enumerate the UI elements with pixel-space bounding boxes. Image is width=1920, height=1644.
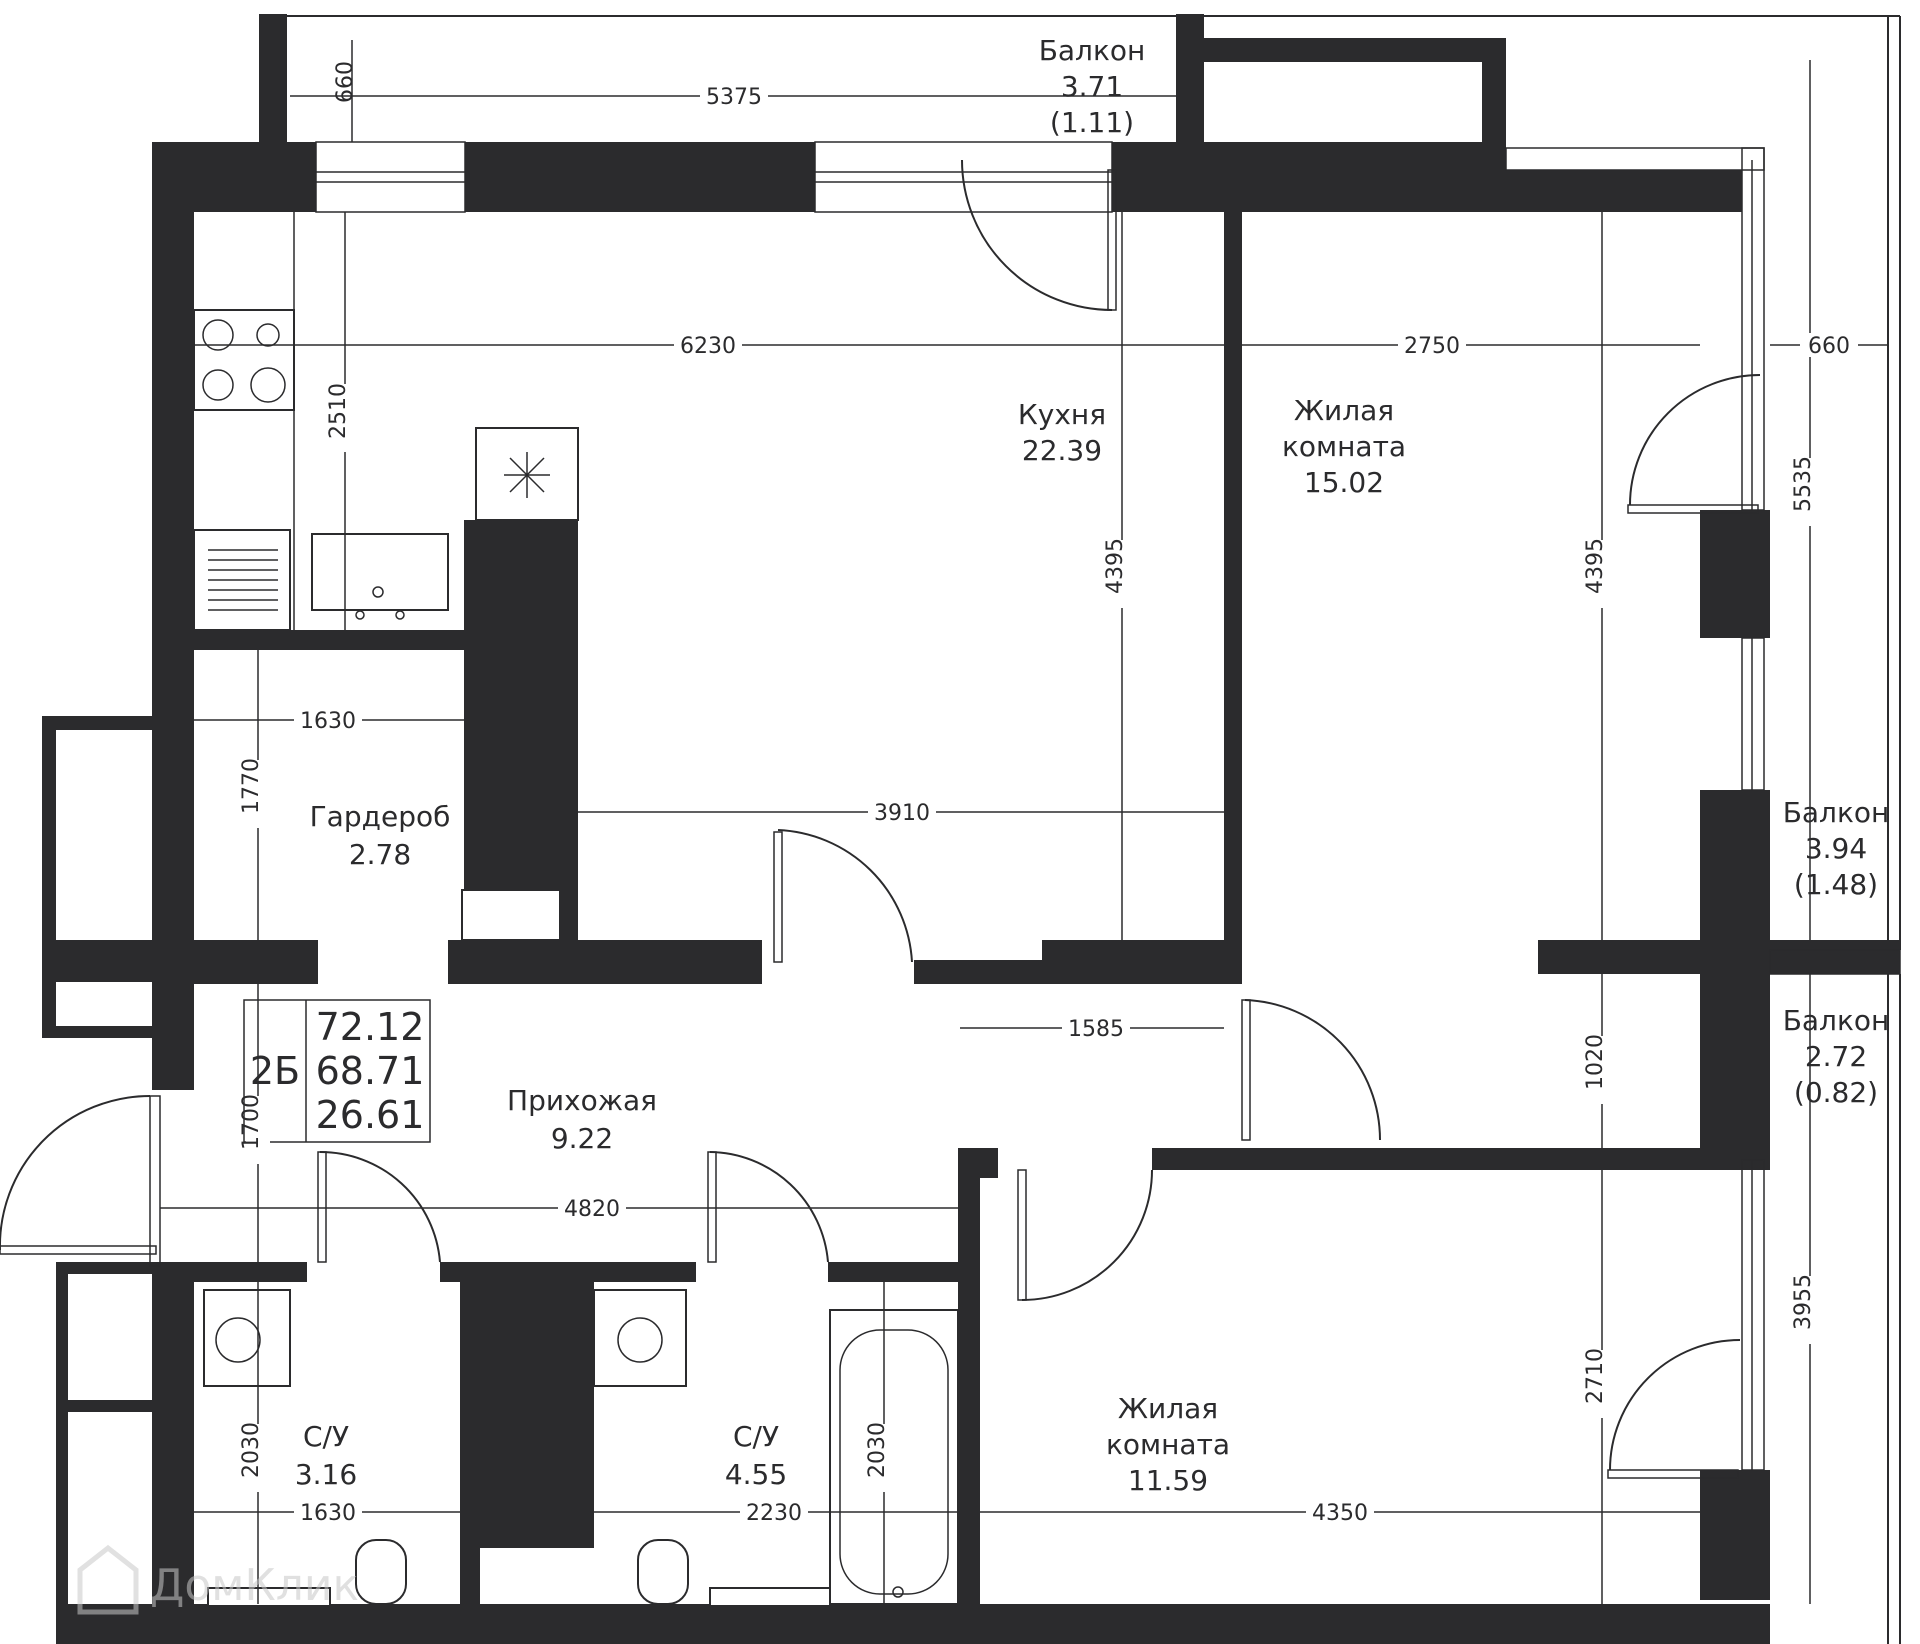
fixtures (193, 212, 959, 1607)
watermark: ДомКлик (77, 1544, 359, 1615)
dim-right-balcony-length: 5535 (1791, 456, 1816, 512)
small-cabinet (461, 889, 561, 941)
total-area: 72.12 (316, 1005, 425, 1049)
dim-kitchen-counter-depth: 2510 (326, 383, 351, 439)
dim-bath1-depth: 2030 (239, 1422, 264, 1478)
dim-living2-width: 4350 (1312, 1501, 1368, 1526)
dim-bath1-width: 1630 (300, 1501, 356, 1526)
wardrobe-name: Гардероб (310, 800, 451, 833)
balcony-right1-name: Балкон (1783, 796, 1890, 829)
walls (42, 14, 1900, 1644)
washer-1 (203, 1289, 291, 1387)
dim-kitchen-width: 6230 (680, 334, 736, 359)
grill-lines (208, 549, 278, 611)
windows-and-rails (287, 15, 1901, 1644)
dim-living2-depth: 2710 (1583, 1348, 1608, 1404)
balcony-top-name: Балкон (1039, 34, 1146, 67)
balcony-top-area: 3.71 (1061, 70, 1123, 103)
dim-living1-depth: 4395 (1583, 538, 1608, 594)
dim-bath2-depth: 2030 (865, 1422, 890, 1478)
toilet-2 (637, 1539, 689, 1605)
balcony-right2-area2: (0.82) (1794, 1076, 1878, 1109)
washer-2 (593, 1289, 687, 1387)
balcony-right2-area: 2.72 (1805, 1040, 1867, 1073)
living1-name1: Жилая (1294, 394, 1394, 427)
dim-hall-width-right: 1585 (1068, 1017, 1124, 1042)
dim-living1-width: 2750 (1404, 334, 1460, 359)
stove (193, 309, 295, 411)
sink-2 (709, 1587, 831, 1607)
balcony-right1-area: 3.94 (1805, 832, 1867, 865)
living-area: 26.61 (316, 1093, 425, 1137)
room-labels: Балкон 3.71 (1.11) Кухня 22.39 Жилая ком… (295, 34, 1889, 1497)
dim-bath2-width: 2230 (746, 1501, 802, 1526)
dim-balcony-top-depth: 660 (333, 61, 358, 103)
toilet-1 (355, 1539, 407, 1605)
dim-right-balcony-depth: 660 (1808, 334, 1850, 359)
balcony-right2-name: Балкон (1783, 1004, 1890, 1037)
dim-wardrobe-width: 1630 (300, 709, 356, 734)
dim-hall-depth: 1700 (239, 1094, 264, 1150)
vent-icon (504, 452, 550, 498)
hallway-area: 9.22 (551, 1122, 613, 1155)
bath1-name: С/У (303, 1420, 349, 1453)
info-box: 2Б 72.12 68.71 26.61 (243, 999, 431, 1143)
kitchen-name: Кухня (1018, 398, 1106, 431)
living1-area: 15.02 (1304, 466, 1384, 499)
living2-name1: Жилая (1118, 1392, 1218, 1425)
dim-living1-lower: 1020 (1583, 1034, 1608, 1090)
balcony-right1-area2: (1.48) (1794, 868, 1878, 901)
watermark-text: ДомКлик (150, 1560, 359, 1611)
home-logo-icon (77, 1544, 139, 1615)
doors (0, 159, 1761, 1479)
wardrobe-area: 2.78 (349, 838, 411, 871)
kitchen-sink (311, 533, 449, 611)
dim-kitchen-lower-width: 3910 (874, 801, 930, 826)
bath2-area: 4.55 (725, 1458, 787, 1491)
dim-wardrobe-depth: 1770 (239, 758, 264, 814)
dim-balcony-top-width: 5375 (706, 85, 762, 110)
dim-kitchen-depth: 4395 (1103, 538, 1128, 594)
bath1-area: 3.16 (295, 1458, 357, 1491)
living2-area: 11.59 (1128, 1464, 1208, 1497)
dimension-labels: 5375 660 6230 2510 4395 3910 2750 4395 6… (239, 61, 1858, 1526)
apartment-type: 2Б (250, 1049, 300, 1093)
kitchen-area: 22.39 (1022, 434, 1102, 467)
bath2-name: С/У (733, 1420, 779, 1453)
sink-1 (207, 1587, 331, 1607)
dim-right-balcony2-length: 3955 (1791, 1274, 1816, 1330)
living2-name2: комната (1106, 1428, 1230, 1461)
living1-name2: комната (1282, 430, 1406, 463)
dim-hall-width: 4820 (564, 1197, 620, 1222)
hallway-name: Прихожая (507, 1084, 657, 1117)
area-2: 68.71 (316, 1049, 425, 1093)
balcony-top-area2: (1.11) (1050, 106, 1134, 139)
